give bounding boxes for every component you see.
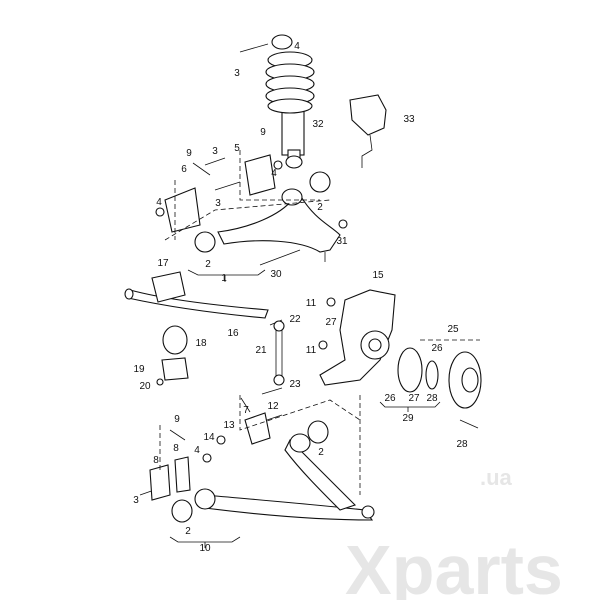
label: 22 <box>289 314 301 325</box>
label: 14 <box>203 432 215 443</box>
watermark-domain: .ua <box>480 465 513 490</box>
label: 21 <box>255 345 267 356</box>
lower-control-arm <box>149 412 375 523</box>
label: 27 <box>325 317 337 328</box>
label: 3 <box>215 198 221 209</box>
label: 32 <box>312 119 324 130</box>
level-sensor-bracket <box>349 94 387 168</box>
label: 6 <box>181 164 187 175</box>
label: 3 <box>212 146 218 157</box>
label: 18 <box>195 338 207 349</box>
label: 3 <box>133 495 139 506</box>
label: 15 <box>372 270 384 281</box>
watermark-brand: Xparts <box>345 531 563 600</box>
label: 28 <box>456 439 468 450</box>
wheel-bearing-housing <box>319 289 396 386</box>
label: 26 <box>384 393 396 404</box>
label: 7 <box>243 405 249 416</box>
label: 9 <box>174 414 180 425</box>
label: 5 <box>234 143 240 154</box>
bracket-5 <box>244 154 276 196</box>
wheel-hub <box>397 347 482 409</box>
stabilizer-bar <box>124 271 269 381</box>
bracket-6 <box>164 187 201 233</box>
part-number-labels: 4 3 32 33 9 3 9 5 6 4 3 4 2 2 31 1 30 17… <box>133 41 468 554</box>
label: 9 <box>186 148 192 159</box>
label: 23 <box>289 379 301 390</box>
label: 11 <box>306 345 317 356</box>
label: 9 <box>260 127 266 138</box>
label: 33 <box>403 114 415 125</box>
label: 13 <box>223 420 235 431</box>
upper-control-arm <box>194 171 341 262</box>
label: 20 <box>139 381 151 392</box>
label: 17 <box>157 258 169 269</box>
label: 25 <box>447 324 459 335</box>
label: 4 <box>156 197 162 208</box>
label: 19 <box>133 364 145 375</box>
label: 2 <box>317 202 323 213</box>
label: 3 <box>234 68 240 79</box>
label: 2 <box>185 526 191 537</box>
label: 2 <box>318 447 324 458</box>
label: 29 <box>402 413 414 424</box>
label: 4 <box>271 168 277 179</box>
label: 4 <box>294 41 300 52</box>
label: 8 <box>173 443 179 454</box>
label: 2 <box>205 259 211 270</box>
coupling-rod <box>273 320 285 386</box>
shock-absorber-assembly <box>265 34 315 169</box>
label: 1 <box>221 273 227 284</box>
label: 11 <box>306 298 317 309</box>
label: 8 <box>153 455 159 466</box>
label: 4 <box>194 445 200 456</box>
label: 16 <box>227 328 239 339</box>
label: 31 <box>336 236 348 247</box>
label: 30 <box>270 269 282 280</box>
label: 28 <box>426 393 438 404</box>
label: 10 <box>199 543 211 554</box>
label: 26 <box>431 343 443 354</box>
label: 12 <box>267 401 279 412</box>
label: 27 <box>408 393 420 404</box>
